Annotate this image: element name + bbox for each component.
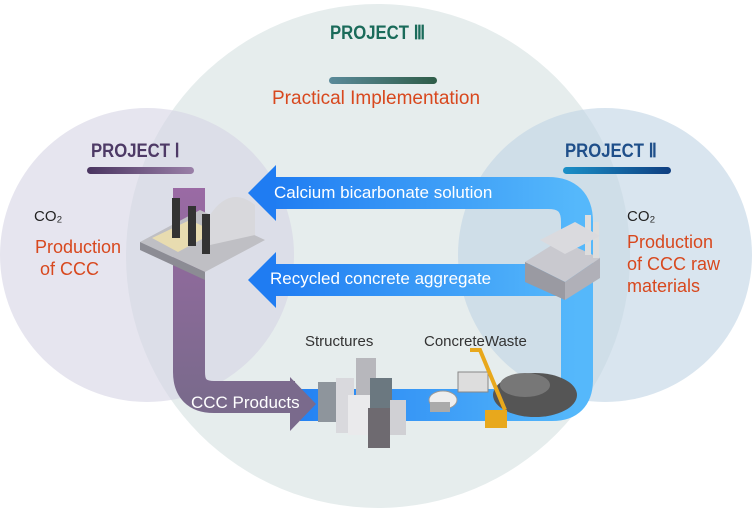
- raw-material-plant-icon: [525, 215, 600, 300]
- aggregate-arrowhead: [248, 252, 276, 308]
- structures-icon: [318, 358, 406, 448]
- project2-line2: of CCC raw: [627, 254, 721, 274]
- project2-co2: CO₂: [627, 208, 656, 225]
- products-arrowhead: [290, 377, 316, 431]
- aggregate-band: [272, 264, 572, 296]
- project2-underline: [563, 167, 671, 174]
- structures-label: Structures: [305, 333, 374, 350]
- project1-circle: [0, 108, 294, 402]
- project1-line1: Production: [35, 237, 122, 257]
- ccc-products-label: CCC Products: [191, 393, 300, 412]
- project1-co2: CO₂: [34, 208, 63, 225]
- calcium-bicarbonate-label: Calcium bicarbonate solution: [274, 183, 493, 202]
- project3-subtitle: Practical Implementation: [272, 88, 481, 109]
- ccc-plant-icon: [140, 197, 265, 280]
- purple-flow: [173, 188, 295, 413]
- project3-underline: [329, 77, 437, 84]
- project1-underline: [87, 167, 194, 174]
- project1-title: PROJECT Ⅰ: [91, 141, 180, 162]
- project2-line1: Production: [627, 232, 714, 252]
- concrete-waste-icon: [428, 348, 577, 428]
- calcium-arrowhead: [248, 165, 276, 221]
- project3-title: PROJECT Ⅲ: [330, 23, 426, 44]
- recycled-aggregate-label: Recycled concrete aggregate: [270, 269, 492, 288]
- concrete-waste-label: ConcreteWaste: [424, 333, 527, 350]
- project2-line3: materials: [627, 276, 701, 296]
- project1-line2: of CCC: [40, 259, 100, 279]
- project2-title: PROJECT Ⅱ: [565, 141, 657, 162]
